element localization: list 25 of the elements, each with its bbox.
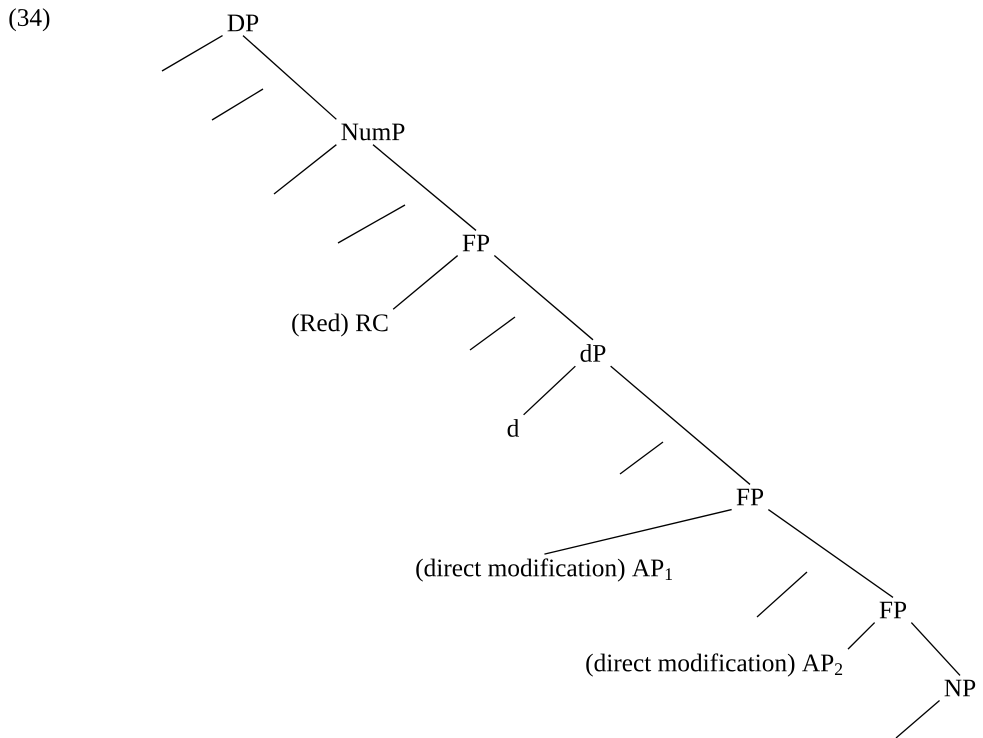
- example-number: (34): [9, 8, 50, 32]
- branch-line: [523, 366, 576, 416]
- category-label: NP: [944, 680, 976, 696]
- constituent-label: (direct modification) AP$_{2}$: [586, 653, 842, 677]
- category-label: FP: [880, 602, 906, 618]
- category-label: dP: [580, 344, 606, 362]
- branch-line: [274, 144, 337, 195]
- branch-line: [910, 622, 960, 676]
- category-label: (Red) RC: [292, 314, 388, 336]
- branch-line: [494, 255, 594, 340]
- branch-line: [544, 508, 732, 555]
- category-label: FP: [462, 234, 490, 252]
- branch-line: [768, 509, 894, 598]
- branch-line: [848, 622, 876, 650]
- branch-line: [162, 35, 223, 72]
- constituent-label: (direct modification) AP$_{1}$: [416, 558, 672, 582]
- category-label: d: [508, 419, 520, 437]
- category-label: NumP: [341, 124, 404, 140]
- category-label: FP: [736, 488, 764, 506]
- branch-line: [896, 700, 940, 738]
- branch-line: [242, 35, 337, 120]
- branch-line: [392, 255, 458, 310]
- category-label: DP: [228, 14, 258, 32]
- branch-line: [610, 366, 750, 485]
- branch-line: [372, 144, 476, 231]
